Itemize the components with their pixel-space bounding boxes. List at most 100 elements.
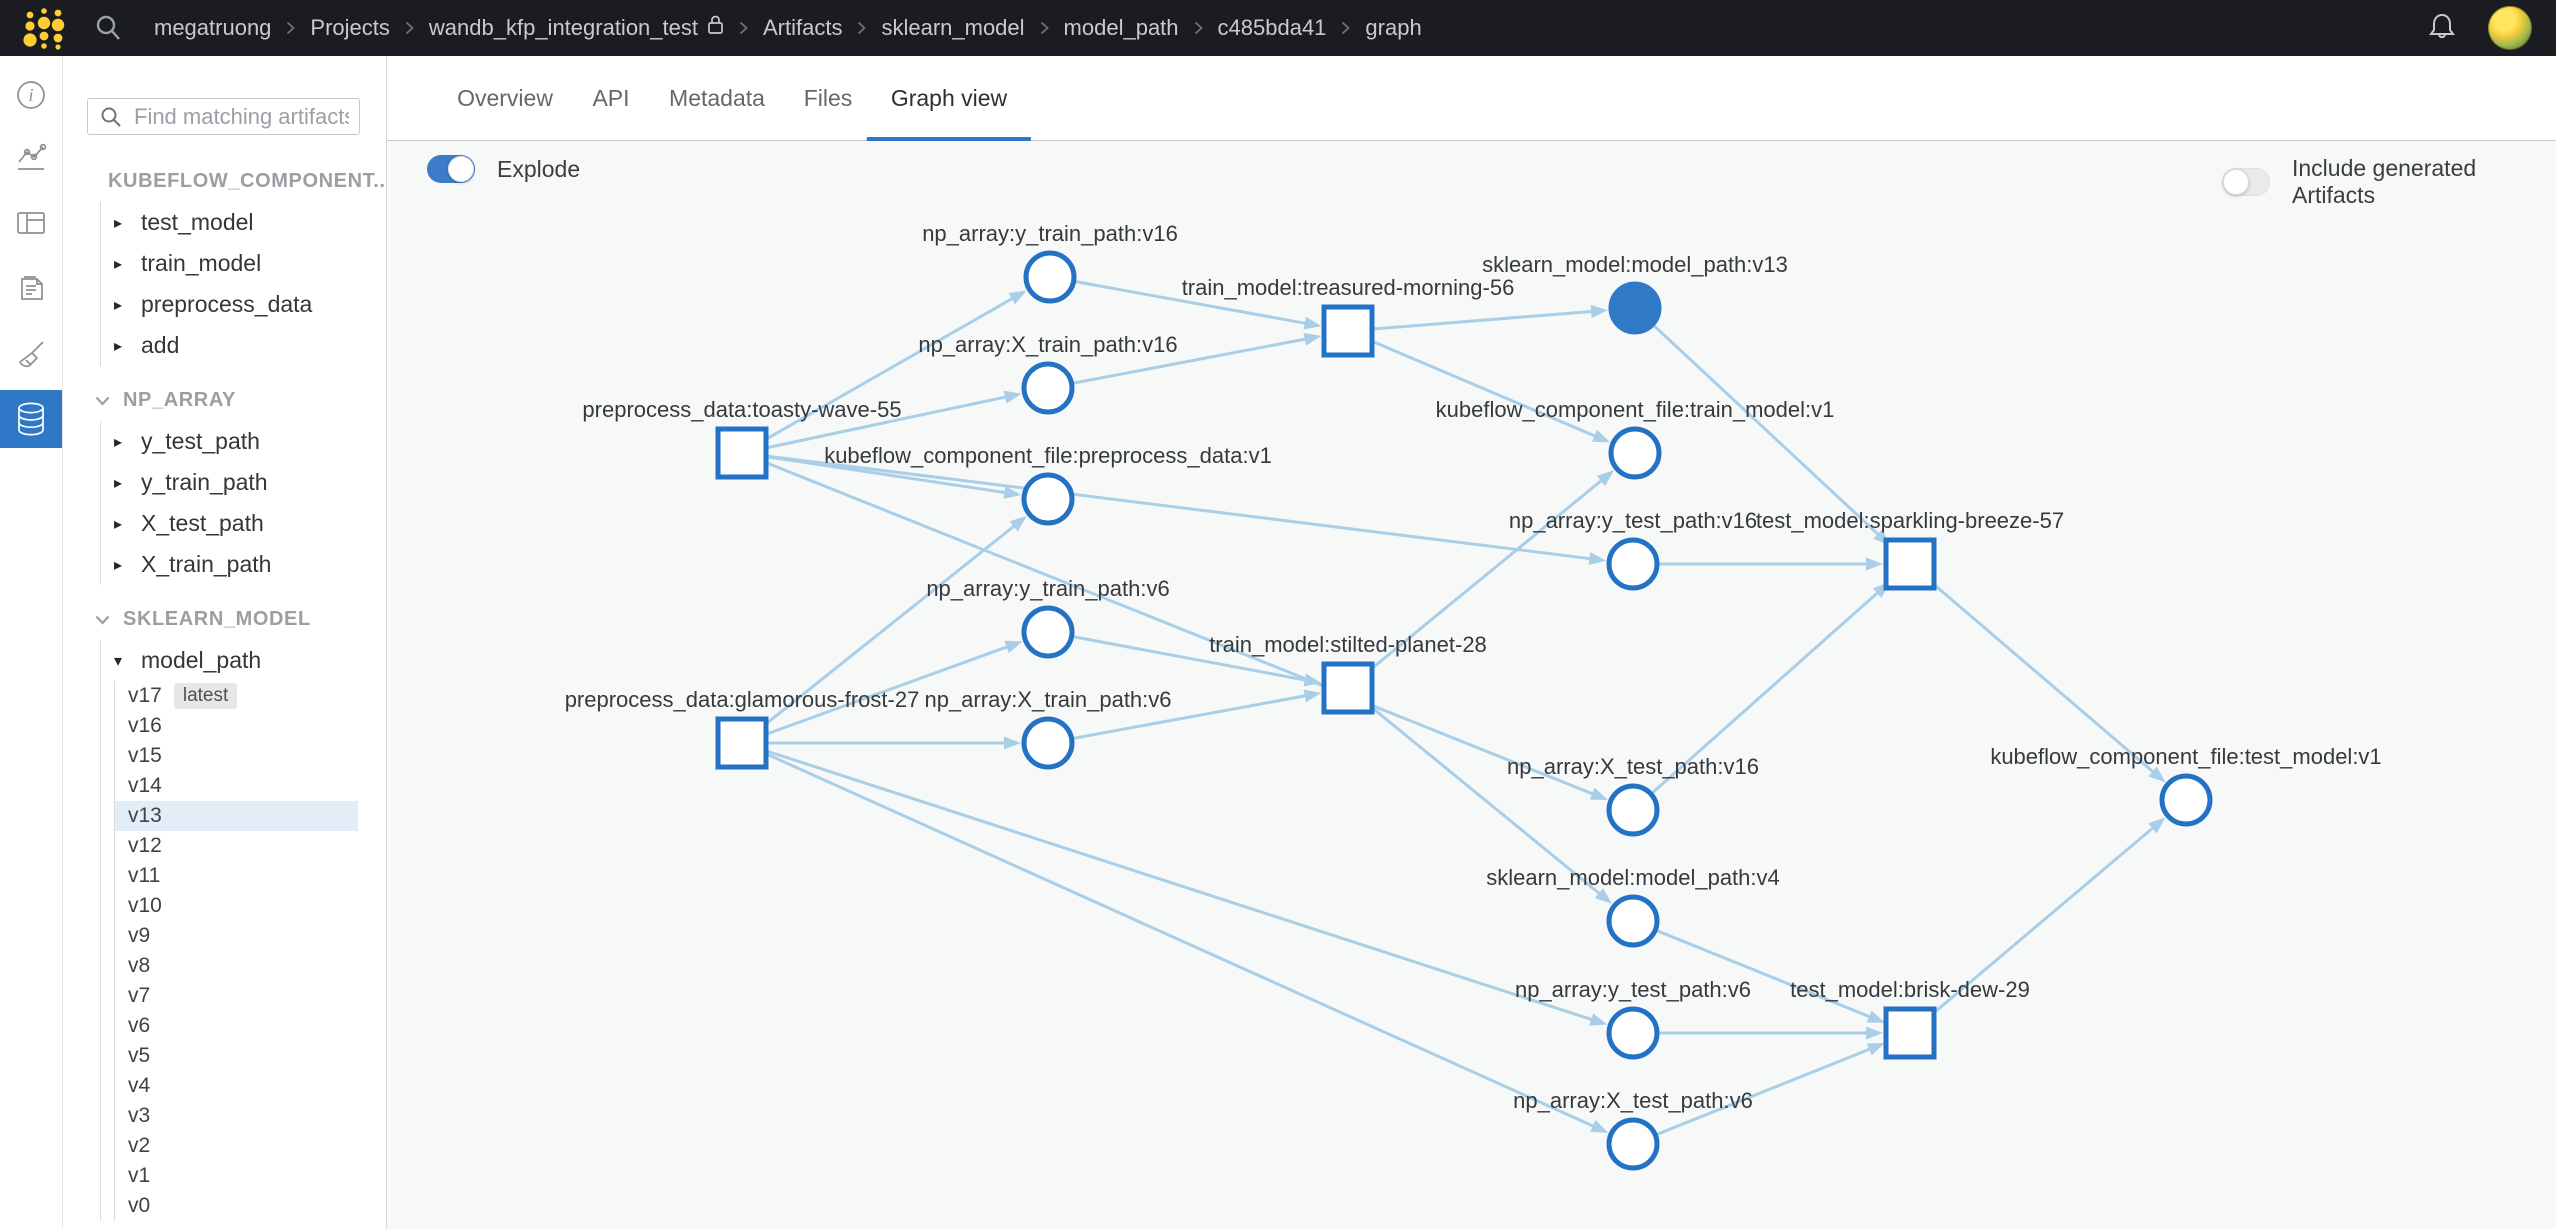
graph-edge (1928, 579, 2158, 776)
chart-icon[interactable] (0, 129, 62, 187)
version-item[interactable]: v3 (115, 1101, 358, 1131)
graph-run-node[interactable] (1883, 1006, 1937, 1060)
graph-run-node[interactable] (1883, 537, 1937, 591)
tree-item[interactable]: ▸y_test_path (101, 421, 358, 462)
version-item[interactable]: v10 (115, 891, 358, 921)
logs-icon[interactable] (0, 260, 62, 318)
version-item[interactable]: v0 (115, 1191, 358, 1221)
graph-artifact-node-selected[interactable] (1608, 281, 1662, 335)
version-label: v15 (128, 744, 162, 767)
info-icon[interactable]: i (0, 66, 62, 124)
triangle-right-icon: ▸ (114, 255, 123, 273)
wandb-logo-icon[interactable] (10, 0, 76, 56)
version-item[interactable]: v7 (115, 981, 358, 1011)
tab-overview[interactable]: Overview (433, 56, 577, 140)
version-item[interactable]: v14 (115, 771, 358, 801)
graph-edge (1367, 476, 1606, 673)
breadcrumb-item[interactable]: model_path (1064, 15, 1179, 41)
graph-artifact-node[interactable] (1606, 1006, 1660, 1060)
tree-item[interactable]: ▸preprocess_data (101, 284, 358, 325)
graph-run-node[interactable] (715, 426, 769, 480)
graph-artifact-node[interactable] (1606, 537, 1660, 591)
tab-label: Graph view (890, 84, 1008, 111)
artifacts-icon[interactable] (0, 390, 62, 448)
graph-artifact-node[interactable] (1021, 472, 1075, 526)
include-generated-label: Include generated Artifacts (2292, 155, 2477, 208)
table-icon[interactable] (0, 194, 62, 252)
breadcrumb-item[interactable]: graph (1365, 15, 1421, 41)
graph-node-label: np_array:X_test_path:v6 (1513, 1088, 1753, 1113)
version-item[interactable]: v1 (115, 1161, 358, 1191)
breadcrumb-item-label: graph (1365, 15, 1422, 40)
breadcrumb-separator (856, 19, 867, 37)
search-input[interactable] (87, 98, 360, 135)
version-item[interactable]: v6 (115, 1011, 358, 1041)
version-item[interactable]: v16 (115, 711, 358, 741)
tree-item[interactable]: ▸y_train_path (101, 462, 358, 503)
graph-artifact-node[interactable] (1021, 605, 1075, 659)
graph-artifact-node[interactable] (1021, 716, 1075, 770)
graph-artifact-node[interactable] (1608, 426, 1662, 480)
tab-graph-view[interactable]: Graph view (866, 56, 1032, 141)
avatar[interactable] (2488, 6, 2532, 50)
graph-artifact-node[interactable] (1606, 783, 1660, 837)
breadcrumb-item-label: Projects (310, 15, 390, 40)
version-label: v16 (128, 714, 162, 737)
tab-files[interactable]: Files (780, 56, 877, 140)
graph-artifact-node[interactable] (2159, 773, 2213, 827)
tree-item[interactable]: ▸add (101, 325, 358, 366)
breadcrumb-item[interactable]: sklearn_model (881, 15, 1024, 41)
breadcrumb-item[interactable]: Artifacts (763, 15, 842, 41)
tree-section-header[interactable]: KUBEFLOW_COMPONENT... (95, 161, 386, 202)
graph-artifact-node[interactable] (1606, 894, 1660, 948)
tree-section-header[interactable]: NP_ARRAY (95, 380, 358, 421)
tree-section-header[interactable]: SKLEARN_MODEL (95, 599, 358, 640)
version-item[interactable]: v9 (115, 921, 358, 951)
graph-edge (761, 522, 1019, 728)
graph-run-node[interactable] (715, 716, 769, 770)
graph-run-node[interactable] (1321, 304, 1375, 358)
version-item[interactable]: v11 (115, 861, 358, 891)
breadcrumb-separator (404, 19, 415, 37)
artifact-graph[interactable]: preprocess_data:toasty-wave-55preprocess… (387, 141, 2556, 1229)
tree-item[interactable]: ▾model_path (101, 640, 358, 681)
tab-metadata[interactable]: Metadata (645, 56, 789, 140)
bell-icon[interactable] (2424, 8, 2460, 49)
version-item[interactable]: v13 (115, 801, 358, 831)
include-generated-toggle[interactable] (2222, 168, 2270, 196)
version-item[interactable]: v4 (115, 1071, 358, 1101)
breadcrumb-item[interactable]: Projects (310, 15, 389, 41)
tree-item[interactable]: ▸X_test_path (101, 503, 358, 544)
version-item[interactable]: v2 (115, 1131, 358, 1161)
graph-edge (1073, 635, 1310, 683)
graph-node-label: train_model:stilted-planet-28 (1209, 632, 1487, 657)
graph-artifact-node[interactable] (1021, 361, 1075, 415)
version-item[interactable]: v12 (115, 831, 358, 861)
breadcrumb-item[interactable]: megatruong (154, 15, 271, 41)
breadcrumb-item[interactable]: wandb_kfp_integration_test (429, 14, 724, 42)
sweeps-icon[interactable] (0, 325, 62, 383)
graph-artifact-node[interactable] (1023, 250, 1077, 304)
tree-item[interactable]: ▸test_model (101, 202, 358, 243)
breadcrumb-separator (1193, 19, 1204, 37)
tree-section-label: KUBEFLOW_COMPONENT... (108, 170, 387, 192)
version-label: v6 (128, 1014, 151, 1037)
version-label: v3 (128, 1104, 151, 1127)
version-item[interactable]: v5 (115, 1041, 358, 1071)
tree-item[interactable]: ▸train_model (101, 243, 358, 284)
search-icon[interactable] (92, 12, 124, 44)
graph-edge-arrow-icon (1866, 1010, 1885, 1023)
graph-edge-arrow-icon (1590, 305, 1609, 318)
graph-edge (767, 455, 1010, 495)
triangle-right-icon: ▸ (114, 337, 123, 355)
graph-node-label: preprocess_data:glamorous-frost-27 (565, 687, 920, 712)
tree-item[interactable]: ▸X_train_path (101, 544, 358, 585)
tab-api[interactable]: API (568, 56, 653, 140)
breadcrumb-item[interactable]: c485bda41 (1218, 15, 1327, 41)
version-item[interactable]: v15 (115, 741, 358, 771)
version-item[interactable]: v8 (115, 951, 358, 981)
graph-artifact-node[interactable] (1606, 1117, 1660, 1171)
explode-toggle[interactable] (427, 155, 475, 183)
graph-run-node[interactable] (1321, 661, 1375, 715)
